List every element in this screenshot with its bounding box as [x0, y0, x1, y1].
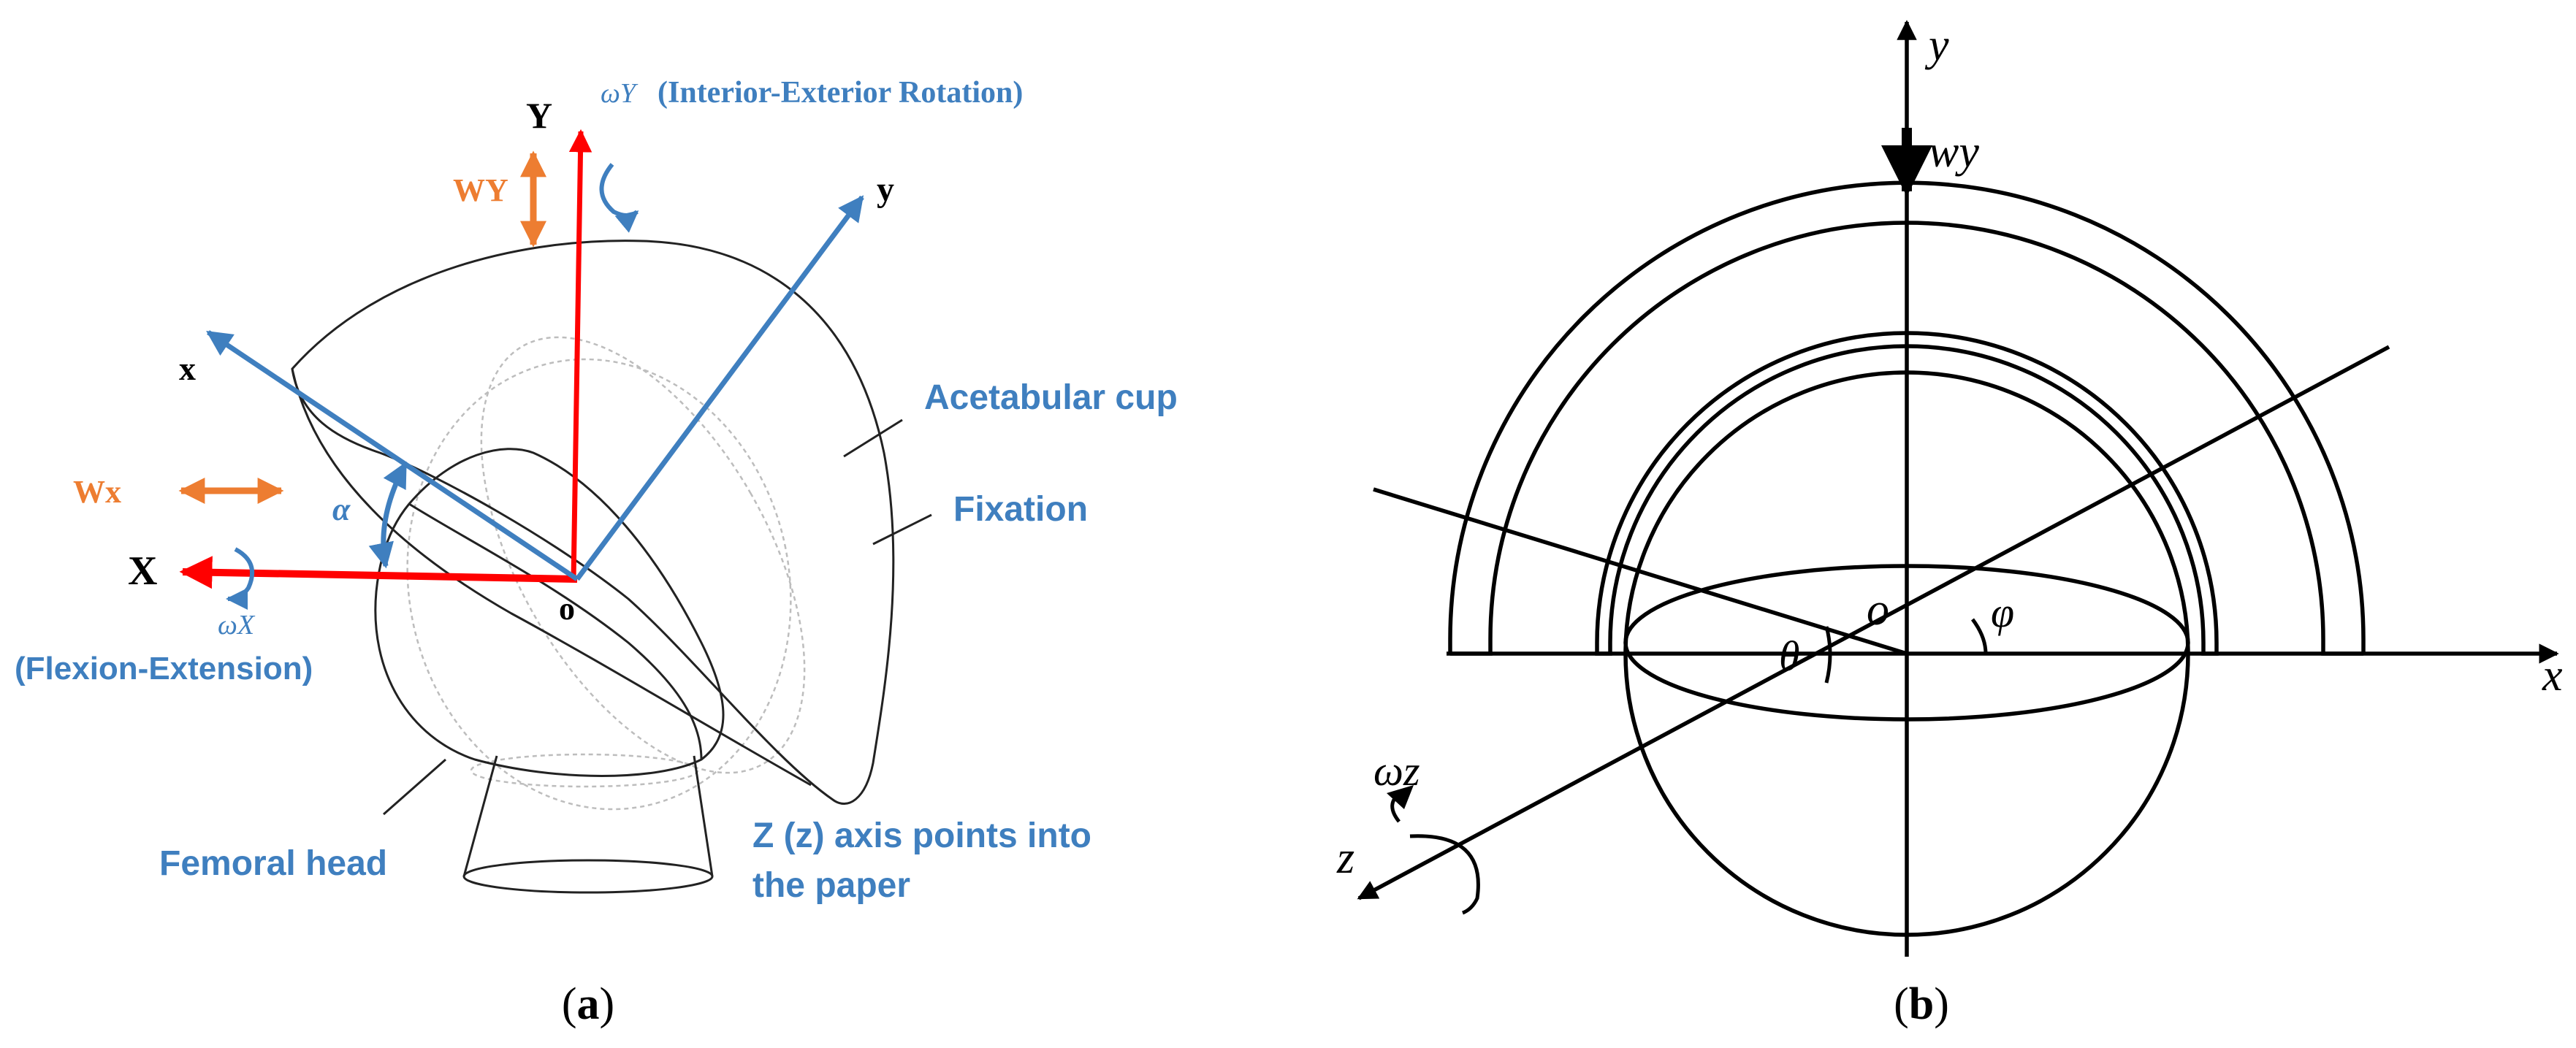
- tilted-line-b: [1373, 487, 1908, 656]
- axis-x-blue: [206, 330, 579, 581]
- label-Y: Y: [526, 95, 552, 136]
- alpha-angle-arc: [368, 461, 408, 569]
- leader-femoral-head: [383, 758, 446, 816]
- alpha-label: α: [332, 492, 351, 527]
- z-axis-note-line2: the paper: [752, 866, 910, 905]
- acetabular-cup-label: Acetabular cup: [924, 378, 1178, 417]
- label-o-a: o: [559, 591, 575, 627]
- label-o-b: o: [1867, 585, 1889, 635]
- omega-Y-description: (Interior-Exterior Rotation): [658, 76, 1023, 110]
- caption-a: (a): [562, 979, 614, 1029]
- omega-Y-symbol: ωY: [601, 78, 639, 109]
- axis-y-blue: [575, 195, 864, 581]
- theta-arc: [1824, 626, 1832, 684]
- omega-X-description: (Flexion-Extension): [15, 651, 313, 686]
- panel-b: y wy o φ θ x ωz z (b): [1336, 20, 2563, 1029]
- label-theta-b: θ: [1779, 632, 1800, 680]
- z-axis-note-line1: Z (z) axis points into: [752, 816, 1091, 855]
- omega-X-rotation-icon: [226, 547, 255, 610]
- caption-b: (b): [1894, 979, 1949, 1029]
- label-x-blue: x: [179, 350, 196, 387]
- label-y-blue: y: [877, 170, 894, 209]
- axis-z-b: [1357, 345, 2390, 900]
- leader-fixation: [872, 513, 932, 546]
- label-z-b: z: [1336, 833, 1354, 883]
- w-X-label: Wx: [73, 474, 121, 510]
- omega-Y-rotation-icon: [599, 163, 639, 233]
- axis-Y-red: [568, 129, 592, 581]
- fixation-label: Fixation: [953, 490, 1088, 529]
- w-Y-label: WY: [453, 172, 508, 208]
- label-phi-b: φ: [1991, 589, 2014, 636]
- femoral-head-rim: [408, 502, 703, 760]
- axis-X-red: [179, 556, 578, 589]
- cup-rim: [291, 368, 812, 787]
- omega-X-symbol: ωX: [218, 610, 256, 640]
- phi-arc: [1970, 618, 1988, 654]
- femoral-neck: [462, 755, 714, 894]
- femoral-head-outline: [374, 448, 725, 777]
- label-X: X: [128, 548, 157, 594]
- femoral-head-hidden-outline: [406, 336, 806, 811]
- acetabular-cup-outline: [291, 240, 895, 805]
- omega-z-label-b: ωz: [1373, 747, 1420, 795]
- leader-acetabular-cup: [843, 418, 903, 458]
- label-y-b: y: [1924, 20, 1949, 70]
- panel-a: Y ωY (Interior-Exterior Rotation) WY y x…: [15, 76, 1178, 1029]
- omega-z-rotation-icon: [1390, 790, 1480, 915]
- femoral-head-label: Femoral head: [159, 844, 387, 883]
- w-y-label-b: wy: [1929, 127, 1979, 177]
- omega-z-arrowhead: [1387, 785, 1414, 809]
- label-x-b: x: [2542, 651, 2563, 700]
